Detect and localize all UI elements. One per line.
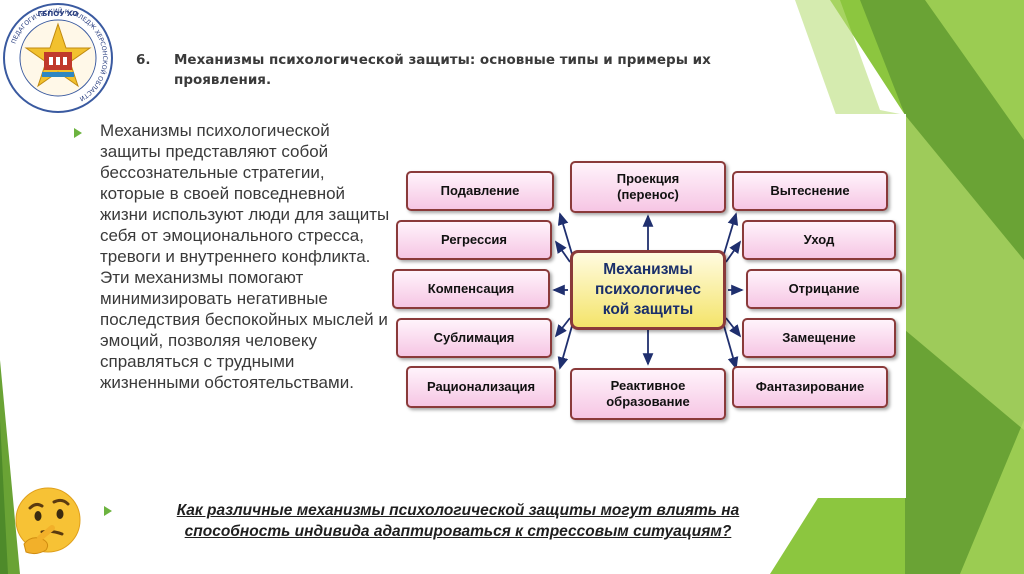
arrow-to-bottom-right: [723, 325, 739, 370]
arrow-to-right-2: [725, 240, 742, 263]
body-paragraph: Механизмы психологической защиты предста…: [100, 121, 390, 392]
arrow-to-bottom-left: [557, 325, 573, 370]
node-reaction-formation: Реактивное образование: [570, 368, 726, 420]
logo-top-text: ГБПОУ ХО: [38, 10, 79, 18]
mechanisms-diagram: Подавление Проекция (перенос) Вытеснение…: [392, 114, 906, 498]
discussion-question: Как различные механизмы психологической …: [176, 502, 740, 540]
triangle-bullet-icon: [74, 128, 82, 138]
node-compensation: Компенсация: [392, 269, 550, 309]
node-suppression: Подавление: [406, 171, 554, 211]
arrow-to-top-right: [723, 212, 739, 255]
node-sublimation: Сублимация: [396, 318, 552, 358]
node-withdrawal: Уход: [742, 220, 896, 260]
node-displacement: Замещение: [742, 318, 896, 358]
node-denial: Отрицание: [746, 269, 902, 309]
slide-number: 6.: [136, 52, 151, 68]
node-repression: Вытеснение: [732, 171, 888, 211]
thinking-face-icon: [15, 487, 81, 555]
diagram-arrows: [552, 212, 744, 370]
arrow-to-top-left: [557, 212, 573, 255]
node-rationalization: Рационализация: [406, 366, 556, 408]
arrow-to-left-2: [554, 240, 571, 263]
college-logo-icon: ПЕДАГОГИЧЕСКИЙ КОЛЛЕДЖ ХЕРСОНСКОЙ ОБЛАСТ…: [3, 3, 113, 113]
node-center: Механизмы психологичес кой защиты: [570, 250, 726, 330]
arrow-to-right-4: [725, 317, 742, 338]
arrow-to-left-4: [554, 317, 571, 338]
node-fantasy: Фантазирование: [732, 366, 888, 408]
node-projection: Проекция (перенос): [570, 161, 726, 213]
triangle-bullet-icon: [104, 506, 112, 516]
slide-title-text: Механизмы психологической защиты: основн…: [174, 52, 711, 88]
node-regression: Регрессия: [396, 220, 552, 260]
